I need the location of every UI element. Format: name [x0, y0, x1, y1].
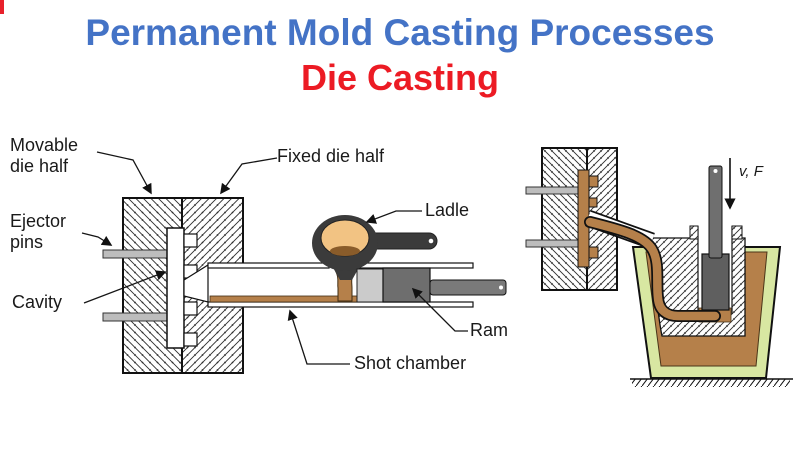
ram-rod	[429, 279, 507, 296]
leader-lines	[81, 151, 468, 365]
ground-hatch	[630, 378, 793, 387]
plunger-head	[701, 253, 730, 311]
ejector-pin-top	[102, 249, 171, 259]
chamber-plug-block	[356, 268, 384, 303]
ejector-pin-bottom	[102, 312, 171, 322]
ejector-pin-right-top	[525, 186, 579, 195]
label-ejector-pins: Ejector pins	[10, 211, 67, 252]
leader-fixed-die-half	[220, 157, 278, 195]
label-ladle: Ladle	[425, 200, 470, 220]
gooseneck-channel	[584, 210, 721, 322]
right-diagram	[525, 147, 793, 387]
molten-metal-layer	[209, 295, 358, 303]
leader-shot-chamber	[287, 309, 350, 365]
red-corner-mark	[0, 0, 4, 14]
ladle-drawing	[312, 215, 438, 280]
plunger-rod	[708, 165, 723, 259]
ejector-pin-right-bottom	[525, 239, 579, 248]
ram-block	[382, 267, 431, 303]
leader-ladle	[365, 210, 422, 224]
label-fixed-die-half: Fixed die half	[277, 146, 385, 166]
page-title: Permanent Mold Casting Processes	[85, 12, 715, 53]
label-shot-chamber: Shot chamber	[354, 353, 467, 373]
left-diagram	[81, 151, 507, 374]
label-movable-die-half: Movable die half	[10, 135, 79, 176]
leader-ejector-pins	[81, 232, 113, 246]
label-ram: Ram	[470, 320, 509, 340]
label-cavity: Cavity	[12, 292, 63, 312]
label-velocity-force: v, F	[739, 163, 763, 180]
page-subtitle: Die Casting	[300, 57, 500, 98]
leader-ram	[411, 287, 468, 332]
leader-cavity	[83, 270, 167, 304]
leader-movable-die-half	[96, 151, 152, 195]
